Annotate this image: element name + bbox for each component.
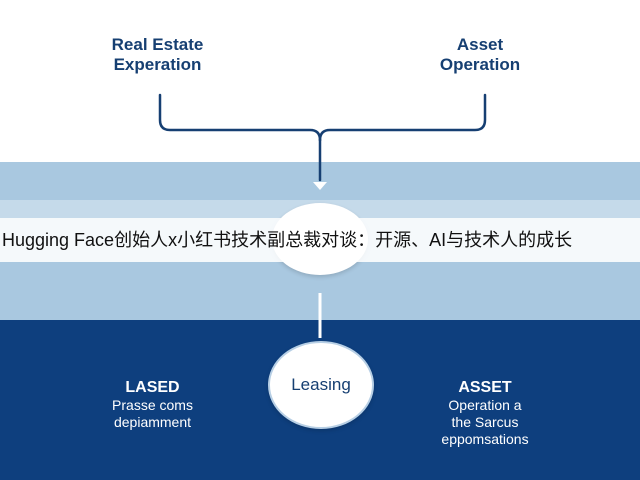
bracket-right-arm [318, 93, 487, 142]
bracket-left-arm [158, 93, 322, 142]
lased-title: LASED [125, 379, 180, 396]
asset-title: ASSET [458, 379, 512, 396]
asset-operation-heading: Asset Operation [439, 35, 521, 74]
lased-column: LASED Prasse coms depiamment [85, 378, 220, 431]
asset-column: ASSET Operation a the Sarcus eppomsation… [410, 378, 560, 448]
leasing-circle [268, 341, 374, 429]
real-estate-heading: Real Estate Experation [111, 35, 204, 74]
bracket-connector [158, 93, 487, 182]
caption-bar: Hugging Face创始人x小红书技术副总裁对谈：开源、AI与技术人的成长 [0, 218, 640, 262]
asset-description: Operation a the Sarcus eppomsations [441, 397, 529, 447]
caption-text: Hugging Face创始人x小红书技术副总裁对谈：开源、AI与技术人的成长 [2, 230, 573, 250]
down-arrow-head [313, 182, 327, 190]
lased-description: Prasse coms depiamment [112, 397, 193, 430]
leasing-label: Leasing [291, 375, 351, 394]
